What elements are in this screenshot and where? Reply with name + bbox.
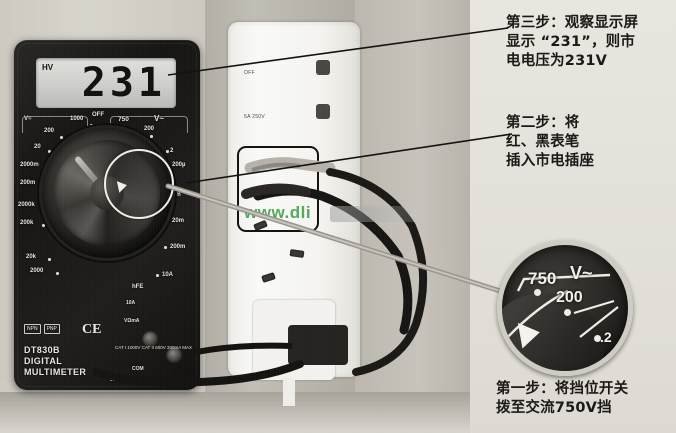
watermark-fade [330, 206, 416, 222]
plug-body [288, 325, 348, 365]
inset-bracket-top [516, 273, 611, 292]
inset-label-2: .2 [600, 329, 612, 345]
ohm-range-200k: 200k [20, 220, 34, 226]
dial-dot [122, 125, 125, 128]
jack-label-10a: 10A [126, 300, 136, 306]
cable-overlay [92, 157, 428, 387]
brand-line-2: DIGITAL [24, 356, 63, 366]
plug-pin [283, 378, 295, 406]
inset-label-unit: V~ [570, 263, 593, 283]
safety-warning-text: CAT I 1000V CAT II 600V 200mA MAX [115, 344, 192, 350]
inset-dot-200 [564, 309, 571, 316]
leader-line-step1-core [167, 185, 517, 297]
annotation-step-2: 第二步：将 红、黑表笔 插入市电插座 [506, 115, 595, 169]
dcv-range-1000: 1000 [70, 116, 84, 122]
dial-dot [40, 206, 43, 209]
dca-range-2m: 2m [172, 192, 181, 198]
pnp-label: PNP [43, 324, 60, 334]
model-number: DT830B [24, 345, 60, 355]
acv-range-750: 750 [118, 116, 129, 123]
jack-label-com: COM [132, 366, 144, 372]
meter-bezel [17, 43, 197, 387]
hfe-label: hFE [132, 284, 144, 290]
ohm-range-2000k: 2000k [18, 202, 35, 208]
dial-dot [164, 246, 167, 249]
input-jack-com[interactable] [166, 347, 183, 364]
dcv-range-2000m: 2000m [20, 162, 39, 168]
dial-dot [56, 272, 59, 275]
red-probe-cable [326, 168, 428, 376]
dial-dot [166, 150, 169, 153]
cord-segment-2 [195, 342, 293, 355]
lcd-display: HV 231 [36, 58, 176, 108]
inset-line-lower [579, 306, 619, 338]
power-cord [92, 360, 304, 387]
inset-arc-left [503, 289, 569, 342]
acv-range-2: 2 [170, 148, 174, 154]
ohm-range-2000: 2000 [30, 268, 44, 274]
acv-range-200: 200 [144, 126, 155, 132]
lcd-reading: 231 [81, 60, 166, 106]
dcv-range-20: 20 [34, 144, 41, 150]
dial-off-label: OFF [92, 112, 104, 118]
inset-scale-lines [503, 273, 619, 342]
annotation-step-1: 第一步：将挡位开关 拨至交流750V挡 [496, 381, 629, 416]
inset-label-200: 200 [556, 289, 583, 306]
inset-label-750: 750 [528, 269, 557, 288]
dcv-group-outline [22, 116, 88, 133]
input-jack-vohm[interactable] [142, 331, 159, 348]
hv-indicator: HV [42, 63, 54, 72]
dcv-group-label: V= [24, 116, 32, 122]
brand-block: DT830B DIGITAL MULTIMETER [24, 345, 86, 378]
dial-dot [42, 224, 45, 227]
dial-dot [156, 274, 159, 277]
annotation-step-3: 第三步：观察显示屏 显示 “231”，则市 电电压为231V [506, 15, 639, 69]
dial-dot [48, 258, 51, 261]
black-probe-body [241, 183, 311, 199]
dial-dot [60, 136, 63, 139]
dial-dot [40, 184, 43, 187]
inset-dot-750 [534, 289, 541, 296]
leader-line-step2 [185, 133, 513, 184]
dial-dot [90, 124, 93, 127]
dial-dot [42, 166, 45, 169]
jack-label-vohm: VΩmA [124, 318, 140, 324]
probe-callout-box [237, 146, 319, 232]
ce-mark-icon: CE [82, 322, 102, 337]
acv-group-outline [110, 116, 188, 133]
desk-surface [0, 392, 470, 433]
transistor-test-socket[interactable]: NPN PNP [24, 324, 60, 334]
dcv-range-200: 200 [44, 128, 55, 134]
dial-dot [166, 220, 169, 223]
brand-line-3: MULTIMETER [24, 367, 87, 377]
magnified-dial-inset: 750 V~ 200 .2 [497, 240, 633, 376]
dial-dot [150, 135, 153, 138]
dca-range-10a: 10A [162, 272, 174, 278]
dca-range-20m: 20m [172, 218, 185, 224]
dial-dot [48, 150, 51, 153]
red-probe-shade [251, 162, 301, 172]
acv-group-label: V~ [154, 114, 165, 123]
npn-label: NPN [24, 324, 41, 334]
inset-dial-pointer-icon [517, 319, 543, 349]
dca-range-200u: 200µ [172, 162, 186, 168]
leader-line-step3 [167, 27, 509, 76]
ohm-range-20k: 20k [26, 254, 37, 260]
dca-range-200m: 200m [170, 244, 186, 250]
inset-line-mid [573, 299, 615, 315]
dcv-range-200m: 200m [20, 180, 36, 186]
dial-highlight-circle [104, 149, 174, 219]
inset-dot-2 [594, 335, 601, 342]
